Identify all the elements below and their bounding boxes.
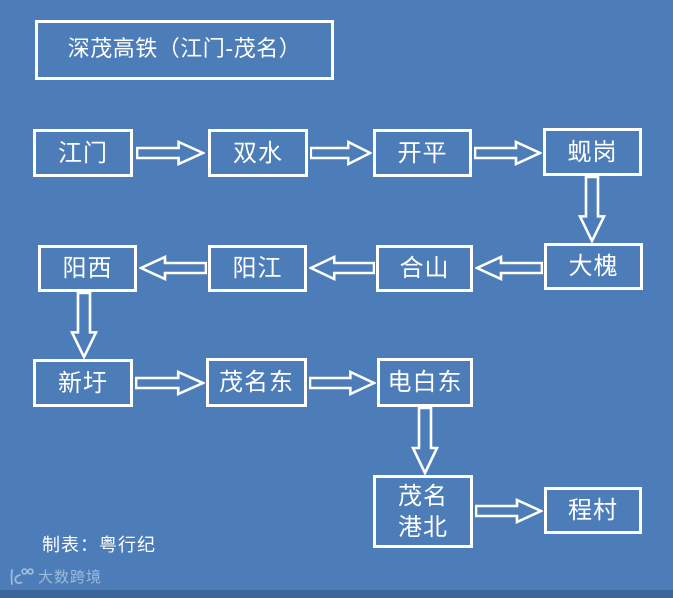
station-box-yangxi: 阳西 [38, 245, 137, 292]
station-box-dianbaidong: 电白东 [377, 358, 473, 407]
station-box-yangjiang: 阳江 [208, 245, 307, 292]
station-box-shuangshui: 双水 [208, 129, 308, 177]
station-box-chengcun: 程村 [544, 487, 642, 534]
station-label-line1: 茂名 [398, 481, 448, 510]
arrow-right-icon [474, 140, 542, 166]
arrow-left-icon [139, 255, 207, 281]
arrow-right-icon [309, 370, 376, 396]
station-box-xinxu: 新圩 [33, 359, 133, 407]
station-box-kaiping: 开平 [373, 129, 472, 177]
arrow-right-icon [135, 370, 205, 396]
bottom-edge-shade [0, 590, 673, 598]
station-box-dahuai: 大槐 [544, 243, 643, 290]
station-box-maomingdong: 茂名东 [206, 358, 307, 407]
arrow-down-icon [411, 407, 439, 475]
arrow-down-icon [578, 176, 606, 243]
arrow-right-icon [475, 498, 543, 524]
station-box-maominggangbei: 茂名 港北 [373, 475, 473, 548]
station-box-xiangang: 蚬岗 [543, 128, 642, 176]
station-box-heshan: 合山 [376, 245, 473, 292]
watermark-logo-icon [10, 567, 34, 585]
station-box-jiangmen: 江门 [33, 129, 133, 177]
arrow-down-icon [70, 292, 98, 359]
watermark-label: 大数跨境 [38, 568, 103, 586]
diagram-title: 深茂高铁（江门-茂名） [35, 20, 334, 80]
author-caption: 制表：粤行纪 [42, 535, 156, 556]
arrow-right-icon [136, 140, 205, 166]
arrow-left-icon [309, 255, 375, 281]
watermark: 大数跨境 [8, 566, 102, 587]
arrow-right-icon [310, 140, 372, 166]
arrow-left-icon [475, 255, 543, 281]
station-label-line2: 港北 [398, 512, 448, 541]
